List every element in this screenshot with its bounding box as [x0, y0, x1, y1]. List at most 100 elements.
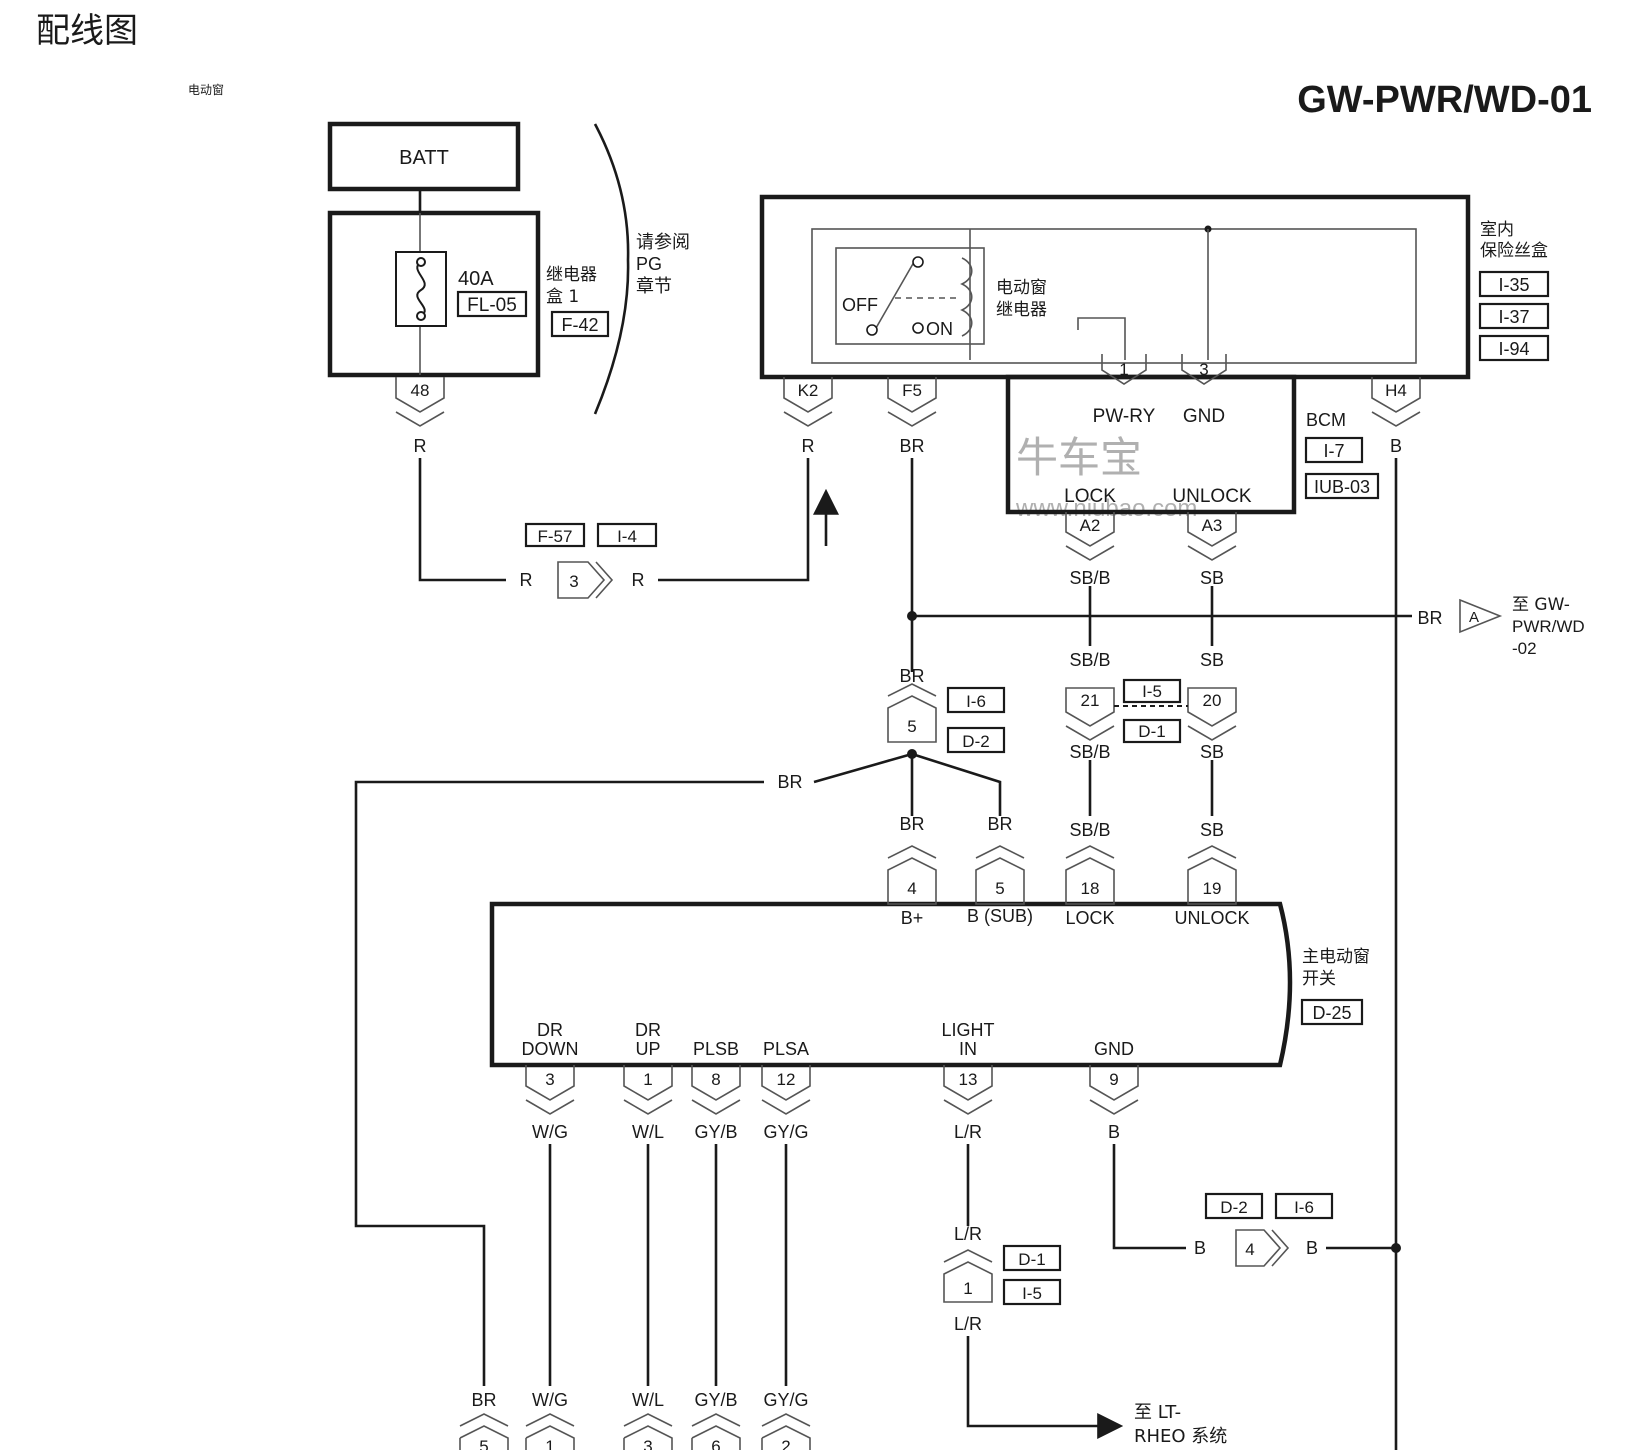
switch-bottom-pin-9: GND 9 — [1089, 1039, 1139, 1115]
fuse-box-conn-1: I-35 — [1498, 275, 1529, 295]
svg-text:F-57: F-57 — [538, 527, 573, 546]
joint-d2-i6: D-2 I-6 4 — [1204, 1192, 1334, 1267]
switch-bottom-pin-13: LIGHT IN 13 — [941, 1020, 995, 1115]
svg-text:DOWN: DOWN — [522, 1039, 579, 1059]
wire-label-b3: B — [1194, 1238, 1206, 1258]
wire-label-sb4: SB — [1200, 820, 1224, 840]
svg-text:DR: DR — [635, 1020, 661, 1040]
watermark-url: www.niubao.com — [1015, 495, 1197, 522]
wire-label-r3: R — [632, 570, 645, 590]
relay-on: ON — [926, 319, 953, 339]
svg-text:8: 8 — [711, 1070, 720, 1089]
bcm-name: BCM — [1306, 410, 1346, 430]
joint-i6-d2: 5 I-6 D-2 — [887, 683, 1006, 754]
wire-label-br7: BR — [471, 1390, 496, 1410]
svg-text:UNLOCK: UNLOCK — [1174, 908, 1249, 928]
bcm-conn-1: I-7 — [1323, 441, 1344, 461]
connector-pin-f5: F5 — [887, 377, 937, 427]
switch-bottom-pin-12: PLSA 12 — [761, 1039, 811, 1115]
svg-text:LIGHT: LIGHT — [941, 1020, 994, 1040]
svg-text:IN: IN — [959, 1039, 977, 1059]
wire-label-wl1: W/L — [632, 1122, 664, 1142]
svg-text:9: 9 — [1109, 1070, 1118, 1089]
svg-text:B+: B+ — [901, 908, 924, 928]
svg-text:3: 3 — [569, 572, 578, 591]
svg-text:A3: A3 — [1202, 516, 1223, 535]
svg-text:D-2: D-2 — [1220, 1198, 1247, 1217]
wire-label-b4: B — [1306, 1238, 1318, 1258]
svg-text:20: 20 — [1203, 691, 1222, 710]
bcm-conn-2: IUB-03 — [1314, 477, 1370, 497]
switch-connector: D-25 — [1312, 1003, 1351, 1023]
main-switch-body — [489, 901, 1293, 1068]
wire-label-lr1: L/R — [954, 1122, 982, 1142]
wire-label-wl2: W/L — [632, 1390, 664, 1410]
wire-label-sbb1: SB/B — [1069, 568, 1110, 588]
relay-box-1-connector: F-42 — [561, 315, 598, 335]
wire-label-sbb3: SB/B — [1069, 742, 1110, 762]
pg-bracket — [593, 123, 630, 415]
joint-d1-i5: 1 D-1 I-5 — [943, 1244, 1062, 1306]
svg-text:DR: DR — [537, 1020, 563, 1040]
svg-text:A2: A2 — [1080, 516, 1101, 535]
wire-label-gyb2: GY/B — [694, 1390, 737, 1410]
connector-pin-48: 48 — [395, 377, 445, 427]
bottom-connector-6: 6 — [691, 1413, 741, 1450]
switch-name: 主电动窗 — [1302, 947, 1370, 967]
fuse-box-name-2: 保险丝盒 — [1480, 241, 1548, 261]
connector-pin-h4: H4 — [1371, 377, 1421, 427]
watermark: 牛车宝 — [1016, 433, 1142, 482]
splice-ground — [1391, 1243, 1401, 1253]
relay-outline — [811, 228, 1417, 364]
wire-label-wg2: W/G — [532, 1390, 568, 1410]
relay-box-1 — [327, 210, 541, 378]
relay-pin-3-label: GND — [1183, 406, 1225, 427]
svg-text:B (SUB): B (SUB) — [967, 906, 1033, 926]
wire-label-br5: BR — [899, 814, 924, 834]
bottom-connector-2: 2 — [761, 1413, 811, 1450]
svg-text:PWR/WD: PWR/WD — [1512, 617, 1585, 636]
relay-box-1-name-2: 盒 1 — [546, 287, 579, 307]
fuse-box-conn-3: I-94 — [1498, 339, 1529, 359]
wire-label-r4: R — [802, 436, 815, 456]
svg-text:PLSA: PLSA — [763, 1039, 809, 1059]
wire-label-gyg1: GY/G — [763, 1122, 808, 1142]
offpage-to-lt-rheo: 至 LT- RHEO 系统 — [1134, 1402, 1227, 1447]
wire-label-br2: BR — [1417, 608, 1442, 628]
splice-br-switch — [907, 749, 917, 759]
bottom-connector-3: 3 — [623, 1413, 673, 1450]
wire-label-r2: R — [520, 570, 533, 590]
wire-label-wg1: W/G — [532, 1122, 568, 1142]
wire-label-b1: B — [1390, 436, 1402, 456]
svg-text:18: 18 — [1081, 879, 1100, 898]
svg-text:5: 5 — [907, 717, 916, 736]
fuse-icon — [416, 261, 426, 317]
offpage-to-wd02: A 至 GW- PWR/WD -02 — [1459, 595, 1585, 658]
svg-text:A: A — [1469, 609, 1479, 626]
svg-text:21: 21 — [1081, 691, 1100, 710]
svg-text:RHEO 系统: RHEO 系统 — [1134, 1426, 1227, 1447]
svg-text:D-2: D-2 — [962, 732, 989, 751]
wire-label-br6: BR — [987, 814, 1012, 834]
svg-text:19: 19 — [1203, 879, 1222, 898]
svg-text:5: 5 — [479, 1437, 488, 1450]
bottom-connector-1: 1 — [525, 1413, 575, 1450]
fuse-id: FL-05 — [467, 295, 517, 316]
switch-top-pin-4: 4 B+ — [887, 845, 937, 928]
svg-text:PLSB: PLSB — [693, 1039, 739, 1059]
relay-pin-1-label: PW-RY — [1093, 406, 1156, 427]
svg-text:I-6: I-6 — [1294, 1198, 1314, 1217]
svg-text:至 LT-: 至 LT- — [1134, 1402, 1181, 1423]
page-title: 配线图 — [36, 11, 138, 51]
see-pg-2: PG — [636, 254, 662, 274]
svg-text:H4: H4 — [1385, 381, 1407, 400]
svg-text:D-1: D-1 — [1018, 1250, 1045, 1269]
svg-text:1: 1 — [643, 1070, 652, 1089]
connector-pin-k2: K2 — [783, 377, 833, 427]
switch-top-pin-19: 19 UNLOCK — [1174, 845, 1250, 928]
svg-text:LOCK: LOCK — [1065, 908, 1114, 928]
relay-off: OFF — [842, 295, 878, 315]
svg-text:3: 3 — [643, 1437, 652, 1450]
relay-inner — [835, 247, 985, 345]
svg-text:48: 48 — [411, 381, 430, 400]
